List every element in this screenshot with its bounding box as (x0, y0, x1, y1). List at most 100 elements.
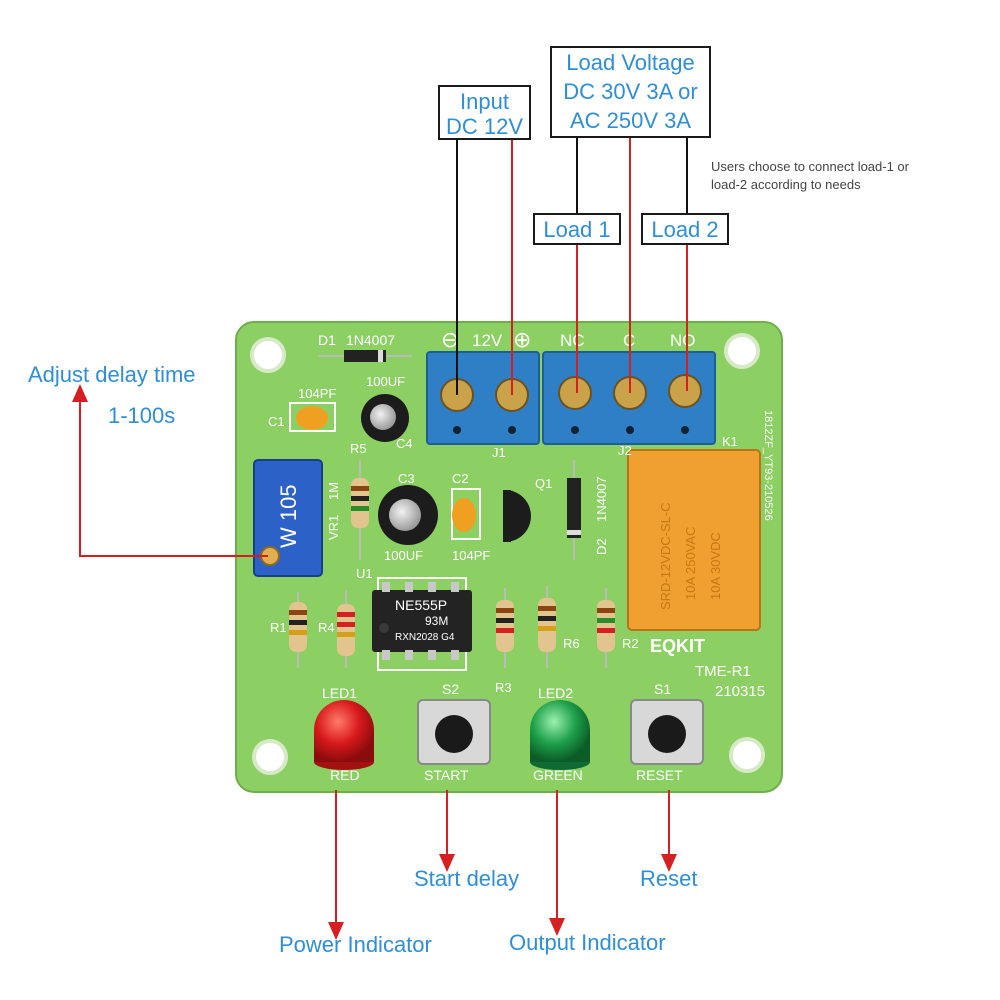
silk-d1: D1 (318, 332, 336, 348)
callout-arrows (72, 384, 677, 940)
silk-nc: NC (560, 331, 585, 350)
terminal-screw-no[interactable] (668, 374, 702, 408)
transistor-q1 (503, 490, 531, 542)
resistor-r1 (289, 592, 307, 668)
connection-wires (456, 137, 688, 395)
capacitor-c4 (361, 394, 409, 442)
silk-c3-part: 100UF (384, 548, 423, 563)
silk-s2: S2 (442, 681, 459, 697)
ic-marking-1: NE555P (395, 597, 447, 613)
silk-1m: 1M (326, 482, 341, 500)
silk-cap-100uf: 100UF (366, 374, 405, 389)
silk-r1: R1 (270, 620, 287, 635)
silk-red: RED (330, 767, 360, 783)
led2-green (530, 700, 590, 770)
power-indicator-label: Power Indicator (279, 932, 432, 957)
input-label-line2: DC 12V (445, 114, 524, 139)
silk-c3: C3 (398, 471, 415, 486)
delay-range-label: 1-100s (108, 403, 176, 428)
silk-led2: LED2 (538, 685, 573, 701)
silk-reset: RESET (636, 767, 683, 783)
silk-c2: C2 (452, 471, 469, 486)
silk-j1: J1 (492, 445, 506, 460)
silk-c2-part: 104PF (452, 548, 490, 563)
silk-s1: S1 (654, 681, 671, 697)
silk-q1: Q1 (535, 476, 552, 491)
relay-k1: SRD-12VDC-SL-C 10A 250VAC 10A 30VDC (627, 449, 761, 631)
silk-minus: ⊖ (441, 327, 459, 352)
silk-r5: R5 (350, 441, 367, 456)
diode-d2 (567, 460, 581, 560)
terminal-block-j1 (426, 351, 540, 445)
silk-12v: 12V (472, 331, 503, 350)
silk-plus: ⊕ (513, 327, 531, 352)
ic-marking-2: 93M (425, 614, 448, 628)
silk-r6: R6 (563, 636, 580, 651)
note-line1: Users choose to connect load-1 or (711, 159, 909, 174)
resistor-r4 (337, 590, 355, 668)
resistor-r6 (538, 586, 556, 668)
silk-date: 210315 (715, 683, 765, 700)
relay-text-2: 10A 250VAC (683, 527, 698, 600)
terminal-block-j2 (542, 351, 716, 445)
silk-start: START (424, 767, 469, 783)
ic-u1: NE555P 93M RXN2028 G4 (372, 577, 472, 671)
capacitor-c3 (378, 485, 438, 545)
resistor-r2 (597, 588, 615, 668)
load-voltage-line3: AC 250V 3A (569, 108, 692, 133)
silk-vr1: VR1 (326, 515, 341, 540)
silk-side-code: 1812ZF_YT93-210526 (762, 410, 774, 521)
terminal-screw-nc[interactable] (558, 376, 592, 410)
resistor-r3 (496, 588, 514, 668)
relay-text-3: 10A 30VDC (708, 532, 723, 600)
capacitor-c1 (289, 402, 336, 432)
resistor-r5 (351, 460, 369, 560)
input-label-box: Input DC 12V (438, 85, 531, 140)
load-voltage-line2: DC 30V 3A or (563, 79, 698, 104)
load2-label: Load 2 (651, 217, 719, 242)
relay-text-1: SRD-12VDC-SL-C (658, 502, 673, 610)
silk-led1: LED1 (322, 685, 357, 701)
note-line2: load-2 according to needs (711, 177, 861, 192)
silk-no: NO (670, 331, 696, 350)
silkscreen: D1 1N4007 ⊖ 12V ⊕ NC C NO 100UF 104PF C1… (268, 327, 774, 783)
input-label-line1: Input (460, 89, 509, 114)
adjust-delay-label: Adjust delay time (28, 362, 196, 387)
start-button[interactable] (417, 699, 491, 765)
silk-c4: C4 (396, 436, 413, 451)
reset-button[interactable] (630, 699, 704, 765)
silk-brand: EQKIT (650, 636, 705, 656)
silk-green: GREEN (533, 767, 583, 783)
silk-d1-part: 1N4007 (346, 332, 395, 348)
load2-label-box: Load 2 (641, 213, 729, 245)
trimmer-vr1: W 105 (253, 459, 323, 577)
mount-hole-br (729, 737, 765, 773)
silk-u1: U1 (356, 566, 373, 581)
led1-red (314, 700, 374, 770)
ic-marking-3: RXN2028 G4 (395, 632, 455, 643)
load-voltage-label-box: Load Voltage DC 30V 3A or AC 250V 3A (550, 46, 711, 138)
silk-d2-part: 1N4007 (594, 476, 609, 522)
silk-model: TME-R1 (695, 663, 751, 680)
load-voltage-line1: Load Voltage (566, 50, 695, 75)
silk-d2: D2 (594, 538, 609, 555)
load-choice-note: Users choose to connect load-1 or load-2… (711, 158, 909, 194)
output-indicator-label: Output Indicator (509, 930, 666, 955)
load1-label-box: Load 1 (533, 213, 621, 245)
start-delay-label: Start delay (414, 866, 520, 891)
silk-k1: K1 (722, 434, 738, 449)
silk-c1: C1 (268, 414, 285, 429)
capacitor-c2 (451, 488, 481, 540)
silk-r2: R2 (622, 636, 639, 651)
diode-d1 (318, 350, 412, 362)
silk-r4: R4 (318, 620, 335, 635)
silk-r3: R3 (495, 680, 512, 695)
silk-c1-part: 104PF (298, 386, 336, 401)
mount-hole-tr (724, 333, 760, 369)
reset-label: Reset (640, 866, 698, 891)
trimmer-marking: W 105 (276, 484, 301, 548)
mount-hole-bl (252, 739, 288, 775)
silk-j2: J2 (618, 443, 632, 458)
load1-label: Load 1 (543, 217, 611, 242)
